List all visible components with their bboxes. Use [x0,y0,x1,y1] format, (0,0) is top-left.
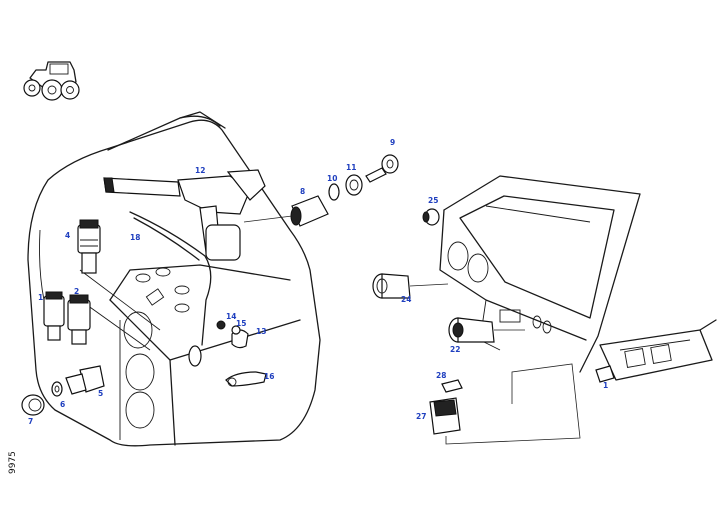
switch-part-22 [448,317,495,343]
switch-part-1 [43,291,65,341]
callout-12: 12 [195,166,205,175]
panel-insert-part-1 [595,319,717,383]
tractor-icon [23,61,80,101]
rocker-switch-part-27 [429,397,461,435]
callout-25: 25 [428,196,438,205]
callout-2: 2 [74,287,79,296]
callout-14: 14 [226,312,236,321]
key-part-9 [365,154,399,183]
nut-part-6 [51,381,63,397]
reference-number: 9975 [8,451,18,474]
lens-part-28 [441,379,463,393]
callout-10: 10 [327,174,337,183]
switch-part-2 [67,294,91,345]
callout-27: 27 [416,412,426,421]
clamp-part-16 [225,371,267,387]
nut-part-11 [345,174,363,196]
callout-13: 13 [256,327,266,336]
screw-part-14 [216,320,226,330]
dashboard-housing [27,111,321,447]
callout-9: 9 [390,138,395,147]
callout-11: 11 [346,163,356,172]
callout-18: 18 [130,233,140,242]
side-console-housing [439,175,641,373]
callout-1-right: 1 [603,381,608,390]
washer-part-10 [328,183,340,201]
switch-part-25 [422,208,440,226]
clip-part-15 [231,325,241,335]
switch-part-4 [77,219,101,274]
callout-4: 4 [65,231,70,240]
cap-part-7 [21,394,45,416]
gauge-part-24 [372,273,411,299]
ignition-lock-part-8 [290,195,329,227]
callout-7: 7 [28,417,33,426]
callout-28: 28 [436,371,446,380]
callout-15: 15 [236,319,246,328]
callout-24: 24 [401,295,411,304]
callout-8: 8 [300,187,305,196]
callout-6: 6 [60,400,65,409]
callout-5: 5 [98,389,103,398]
callout-labels: 1 2 4 5 6 7 8 9 10 11 12 13 14 15 16 18 … [28,138,608,426]
callout-22: 22 [450,345,460,354]
callout-16: 16 [264,372,274,381]
callout-1-left: 1 [38,293,43,302]
combination-switch [103,169,266,367]
switch-part-5 [65,365,105,395]
